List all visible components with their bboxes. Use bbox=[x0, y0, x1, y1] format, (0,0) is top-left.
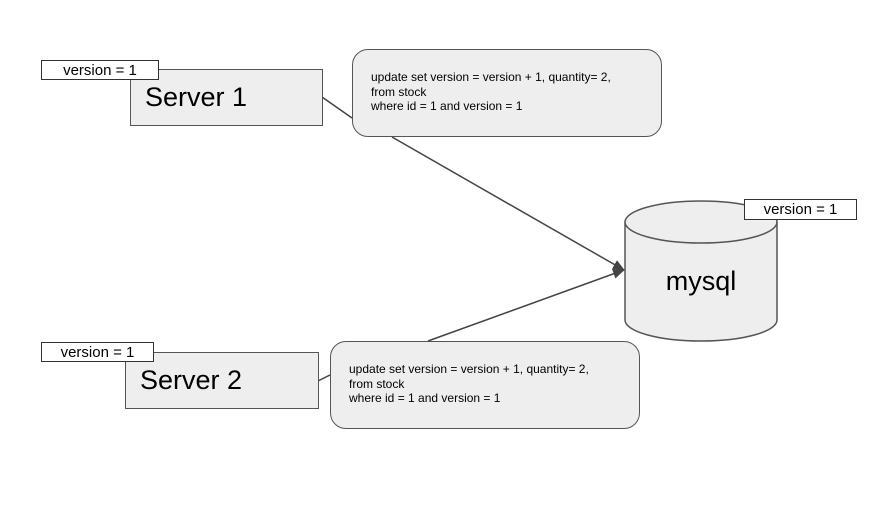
server-1-version-text: version = 1 bbox=[63, 61, 137, 79]
connector-server1-query bbox=[321, 96, 353, 119]
mysql-version-tag: version = 1 bbox=[744, 199, 857, 220]
query-2-line-2: from stock bbox=[349, 376, 405, 391]
query-2-line-3: where id = 1 and version = 1 bbox=[349, 391, 501, 405]
server-1-query-box: update set version = version + 1, quanti… bbox=[352, 49, 662, 137]
server-2-query-box: update set version = version + 1, quanti… bbox=[330, 341, 640, 429]
query-1-line-3: where id = 1 and version = 1 bbox=[371, 99, 523, 113]
server-1-version-tag: version = 1 bbox=[41, 60, 159, 80]
arrow-query2-to-mysql bbox=[427, 269, 625, 342]
mysql-cylinder bbox=[624, 200, 778, 342]
server-2-version-tag: version = 1 bbox=[41, 342, 154, 362]
query-1-line-2: from stock bbox=[371, 84, 427, 99]
mysql-version-text: version = 1 bbox=[763, 201, 838, 218]
mysql-label: mysql bbox=[665, 266, 737, 296]
query-1-line-1: update set version = version + 1, quanti… bbox=[371, 70, 611, 84]
server-2-box: Server 2 bbox=[125, 352, 319, 409]
server-2-label: Server 2 bbox=[140, 365, 243, 395]
arrow-query1-to-mysql bbox=[391, 136, 625, 271]
connector-server2-query bbox=[317, 374, 331, 382]
server-1-label: Server 1 bbox=[145, 82, 248, 112]
server-2-version-text: version = 1 bbox=[60, 343, 135, 361]
query-2-line-1: update set version = version + 1, quanti… bbox=[349, 362, 589, 376]
server-1-box: Server 1 bbox=[130, 69, 323, 126]
